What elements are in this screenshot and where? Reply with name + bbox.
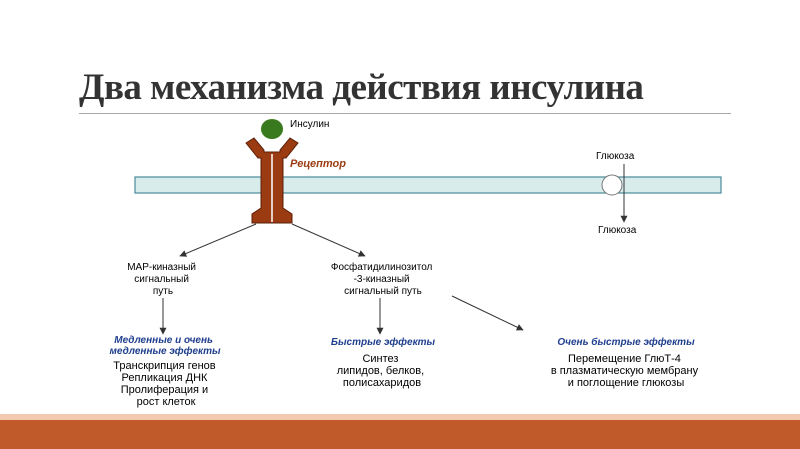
glucose-outside-label: Глюкоза	[596, 151, 635, 162]
cell-membrane	[134, 176, 722, 194]
slow-effect-item: Транскрипция генов	[113, 360, 215, 372]
fast-effects-list: Синтез липидов, белков, полисахаридов	[337, 353, 428, 389]
fast-effect-item: липидов, белков,	[337, 365, 424, 377]
slow-effect-item: рост клеток	[137, 396, 196, 408]
slow-effects-title-line-1: Медленные и очень	[114, 335, 213, 346]
mapk-line-1: MAP-киназный	[127, 262, 196, 273]
very-fast-effect-item: и поглощение глюкозы	[568, 377, 685, 389]
very-fast-effects-title: Очень быстрые эффекты	[557, 336, 695, 348]
slow-effects-title: Медленные и очень медленные эффекты	[109, 335, 220, 357]
arrow-to-mapk	[179, 223, 257, 257]
slide-title: Два механизма действия инсулина	[79, 67, 644, 108]
very-fast-effect-item: в плазматическую мембрану	[551, 365, 699, 377]
receptor-label: Рецептор	[290, 158, 346, 170]
title-underline	[79, 113, 731, 114]
arrow-to-very-fast-effects	[451, 295, 524, 331]
slow-effect-item: Репликация ДНК	[122, 372, 209, 384]
mapk-pathway-label: MAP-киназный сигнальный путь	[127, 262, 199, 297]
footer-bar	[0, 420, 800, 449]
arrow-to-pi3k	[291, 223, 366, 257]
glucose-transporter-icon	[601, 174, 623, 196]
pi3k-line-1: Фосфатидилинозитол	[331, 261, 433, 273]
fast-effect-item: Синтез	[362, 353, 398, 365]
fast-effect-item: полисахаридов	[343, 377, 421, 389]
fast-effects-title: Быстрые эффекты	[331, 336, 436, 348]
mapk-line-3: путь	[153, 286, 173, 297]
insulin-label: Инсулин	[290, 119, 329, 130]
mapk-line-2: сигнальный	[134, 274, 189, 285]
slow-effects-list: Транскрипция генов Репликация ДНК Пролиф…	[113, 360, 218, 408]
footer-accent-stripe	[0, 414, 800, 420]
pi3k-line-3: сигнальный путь	[344, 286, 422, 297]
pi3k-pathway-label: Фосфатидилинозитол -3-киназный сигнальны…	[331, 261, 435, 297]
glucose-inside-label: Глюкоза	[598, 225, 637, 236]
slow-effects-title-line-2: медленные эффекты	[109, 345, 220, 357]
pi3k-line-2: -3-киназный	[354, 274, 410, 285]
insulin-molecule-icon	[261, 119, 283, 139]
very-fast-effect-item: Перемещение ГлюТ-4	[568, 353, 681, 365]
very-fast-effects-list: Перемещение ГлюТ-4 в плазматическую мемб…	[551, 353, 701, 389]
slow-effect-item: Пролиферация и	[121, 384, 208, 396]
